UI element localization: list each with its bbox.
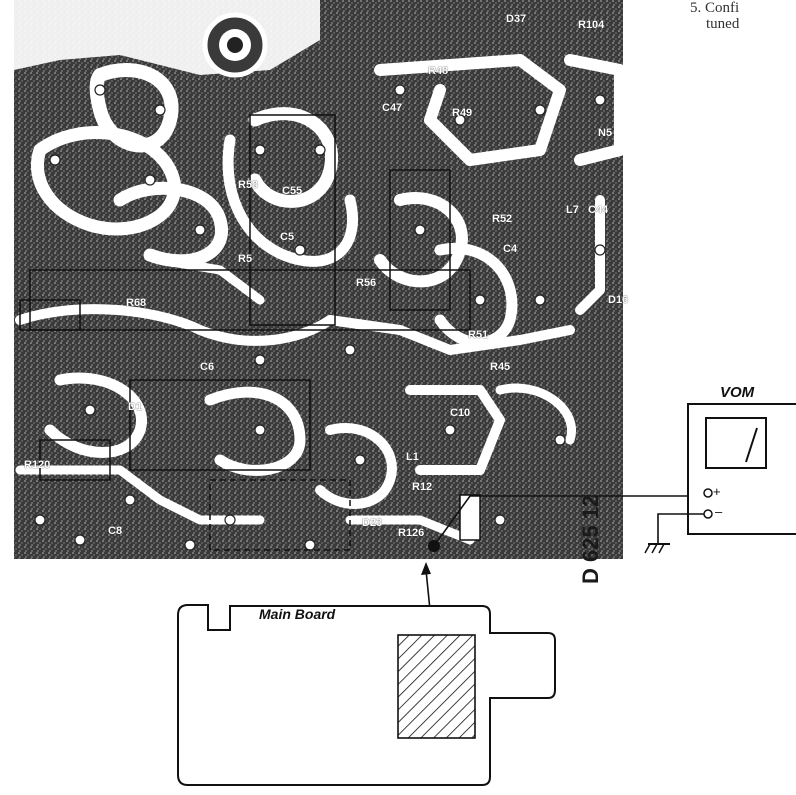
margin-instruction-text-continued: tuned <box>706 16 740 32</box>
pcb-label: C10 <box>450 407 471 419</box>
pcb-label: C55 <box>282 185 303 197</box>
pcb-label: R56 <box>356 277 377 289</box>
pcb-label: D16 <box>608 294 629 306</box>
pcb-label: R68 <box>126 297 147 309</box>
pcb-label: C47 <box>382 102 403 114</box>
pcb-label: R51 <box>468 329 489 341</box>
pcb-label: C8 <box>108 525 123 537</box>
vom-minus-terminal-label: – <box>715 504 723 519</box>
pcb-label: D37 <box>506 13 527 25</box>
pcb-board-area <box>14 0 680 561</box>
pcb-label: L7 <box>566 204 579 216</box>
probe-connection <box>428 495 705 552</box>
pcb-label: R48 <box>428 65 449 77</box>
vom-plus-terminal-label: + <box>713 484 721 499</box>
pcb-label: C5 <box>280 231 295 243</box>
pcb-label: R58 <box>238 179 259 191</box>
main-board-title: Main Board <box>259 606 336 622</box>
pcb-label: R49 <box>452 107 473 119</box>
main-board-outline <box>177 604 556 786</box>
pcb-pads <box>34 84 606 551</box>
pcb-label: R104 <box>578 19 605 31</box>
highlighted-region <box>397 634 476 739</box>
pcb-label: L1 <box>406 451 419 463</box>
margin-instruction-text: 5. Confi <box>690 0 740 16</box>
pcb-label: R126 <box>398 527 425 539</box>
pcb-label: R12 <box>412 481 433 493</box>
pcb-label: C6 <box>200 361 215 373</box>
pcb-label: D23 <box>362 517 383 529</box>
pcb-label: N5 <box>598 127 613 139</box>
pcb-label: C4 <box>503 243 518 255</box>
pcb-label: R120 <box>24 459 51 471</box>
vom-meter <box>644 403 796 554</box>
pcb-label: D1 <box>128 401 143 413</box>
pcb-label: R52 <box>492 213 513 225</box>
pcb-label: C44 <box>588 204 609 216</box>
vom-title: VOM <box>720 384 755 401</box>
pcb-components <box>19 114 481 551</box>
board-code-label: D 625 12 <box>578 494 603 584</box>
pcb-label: R45 <box>490 361 511 373</box>
pcb-label: R5 <box>238 253 253 265</box>
